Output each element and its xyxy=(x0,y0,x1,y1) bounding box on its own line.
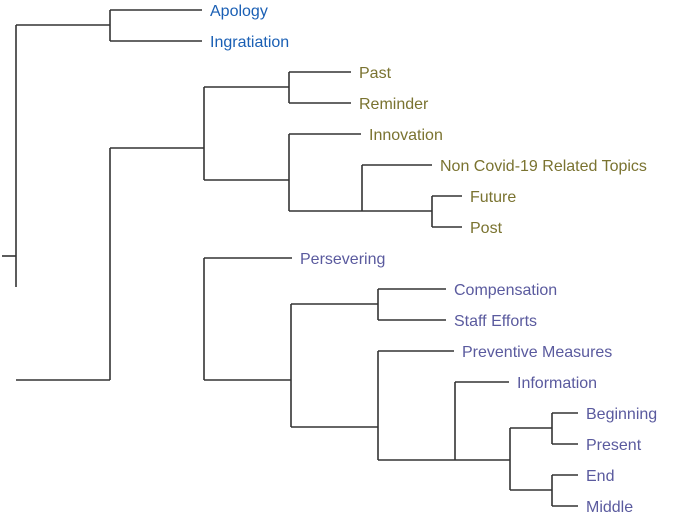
leaf-label-present: Present xyxy=(586,437,642,454)
leaf-label-end: End xyxy=(586,468,614,485)
leaf-label-information: Information xyxy=(517,375,597,392)
leaf-label-middle: Middle xyxy=(586,499,633,516)
leaf-label-preventive-measures: Preventive Measures xyxy=(462,344,612,361)
leaf-label-non-covid: Non Covid-19 Related Topics xyxy=(440,158,647,175)
leaf-label-innovation: Innovation xyxy=(369,127,443,144)
leaf-label-reminder: Reminder xyxy=(359,96,429,113)
leaf-label-persevering: Persevering xyxy=(300,251,385,268)
leaf-label-staff-efforts: Staff Efforts xyxy=(454,313,537,330)
dendrogram-branches xyxy=(2,9,578,507)
leaf-label-ingratiation: Ingratiation xyxy=(210,34,289,51)
leaf-label-compensation: Compensation xyxy=(454,282,557,299)
leaf-label-apology: Apology xyxy=(210,3,268,20)
leaf-label-future: Future xyxy=(470,189,516,206)
leaf-label-beginning: Beginning xyxy=(586,406,657,423)
leaf-label-post: Post xyxy=(470,220,503,237)
dendrogram-labels: ApologyIngratiationPastReminderInnovatio… xyxy=(210,3,657,516)
leaf-label-past: Past xyxy=(359,65,392,82)
